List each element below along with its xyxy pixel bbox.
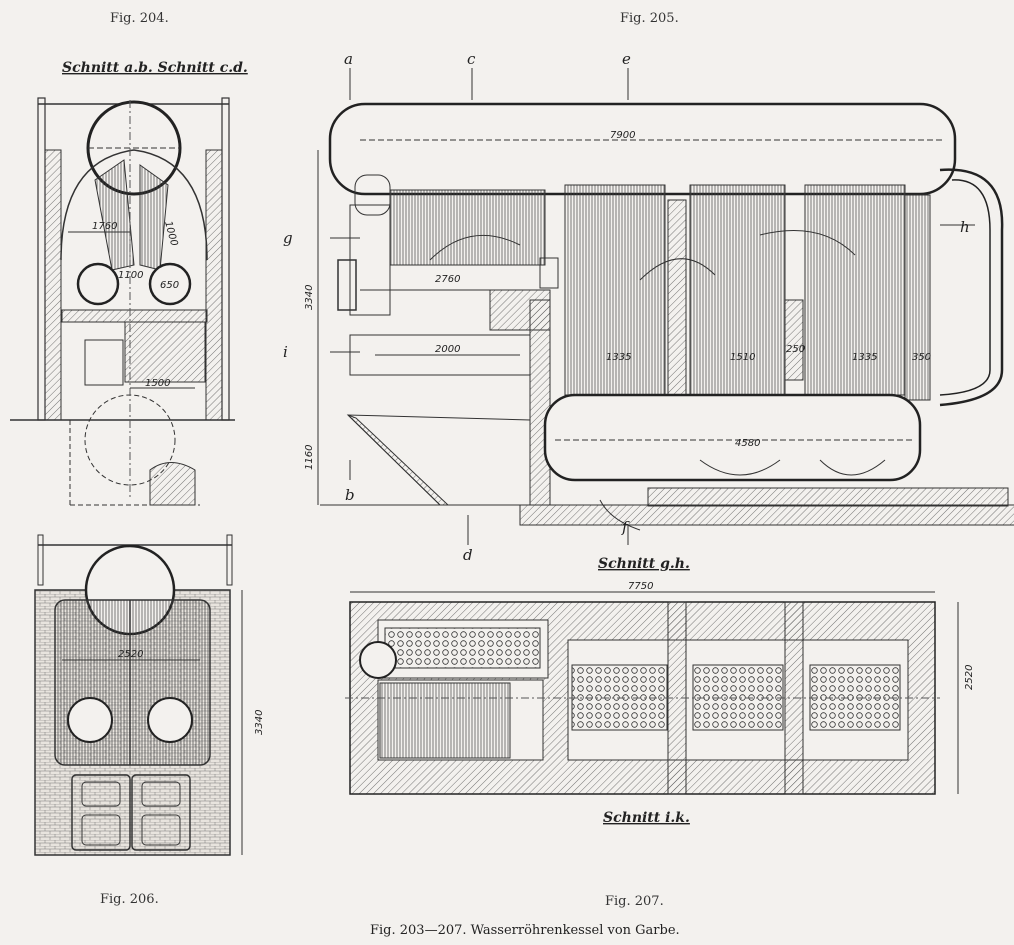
fig204-dim-1000: 1000 [162, 220, 179, 247]
fig207-label: Fig. 207. [605, 894, 664, 909]
fig206-dim-2520: 2520 [118, 649, 143, 660]
marker-f: f [621, 518, 630, 536]
fig204-dim-1100: 1100 [118, 270, 143, 281]
fig207-dim-2520: 2520 [964, 665, 975, 690]
marker-i: i [283, 343, 288, 361]
fig205-dim-2760: 2760 [435, 274, 460, 285]
fig206-dim-3340: 3340 [254, 710, 265, 735]
fig205-dim-350: 350 [912, 352, 931, 363]
fig204-section-title: Schnitt a.b. Schnitt c.d. [62, 60, 248, 76]
fig207-dim-7750: 7750 [628, 581, 653, 592]
fig205-dim-250: 250 [786, 344, 805, 355]
fig205-label: Fig. 205. [620, 11, 679, 26]
fig205-drawing: Fig. 205. a c e 7900 2760 2000 [283, 11, 1014, 572]
fig205-dim-1335b: 1335 [852, 352, 877, 363]
fig206-drawing: 2520 3340 Fig. 206. [34, 534, 265, 907]
fig205-dim-4580: 4580 [735, 438, 760, 449]
marker-g: g [283, 229, 293, 247]
fig205-dim-2000: 2000 [435, 344, 460, 355]
fig205-dim-3340: 3340 [304, 285, 315, 310]
fig204-dim-1500: 1500 [145, 378, 170, 389]
caption: Fig. 203—207. Wasserröhrenkessel von Gar… [370, 923, 680, 938]
fig204-drawing: Fig. 204. Schnitt a.b. Schnitt c.d. [10, 11, 248, 506]
fig205-section-title: Schnitt g.h. [598, 556, 690, 572]
fig206-label: Fig. 206. [100, 892, 159, 907]
marker-b: b [345, 486, 355, 504]
fig204-dim-1760: 1760 [92, 221, 117, 232]
marker-h: h [960, 218, 970, 236]
fig204-dim-650: 650 [160, 280, 179, 291]
fig205-dim-7900: 7900 [610, 130, 635, 141]
marker-d: d [463, 546, 473, 564]
fig205-dim-1510: 1510 [730, 352, 755, 363]
marker-c: c [467, 50, 476, 68]
marker-a: a [344, 50, 353, 68]
fig204-label: Fig. 204. [110, 11, 169, 26]
fig205-dim-1160: 1160 [304, 445, 315, 470]
marker-e: e [622, 50, 631, 68]
fig207-drawing: 7750 2520 Schnitt i.k. Fig. 207. [345, 581, 975, 909]
fig205-dim-1335a: 1335 [606, 352, 631, 363]
fig207-section-title: Schnitt i.k. [603, 810, 690, 826]
